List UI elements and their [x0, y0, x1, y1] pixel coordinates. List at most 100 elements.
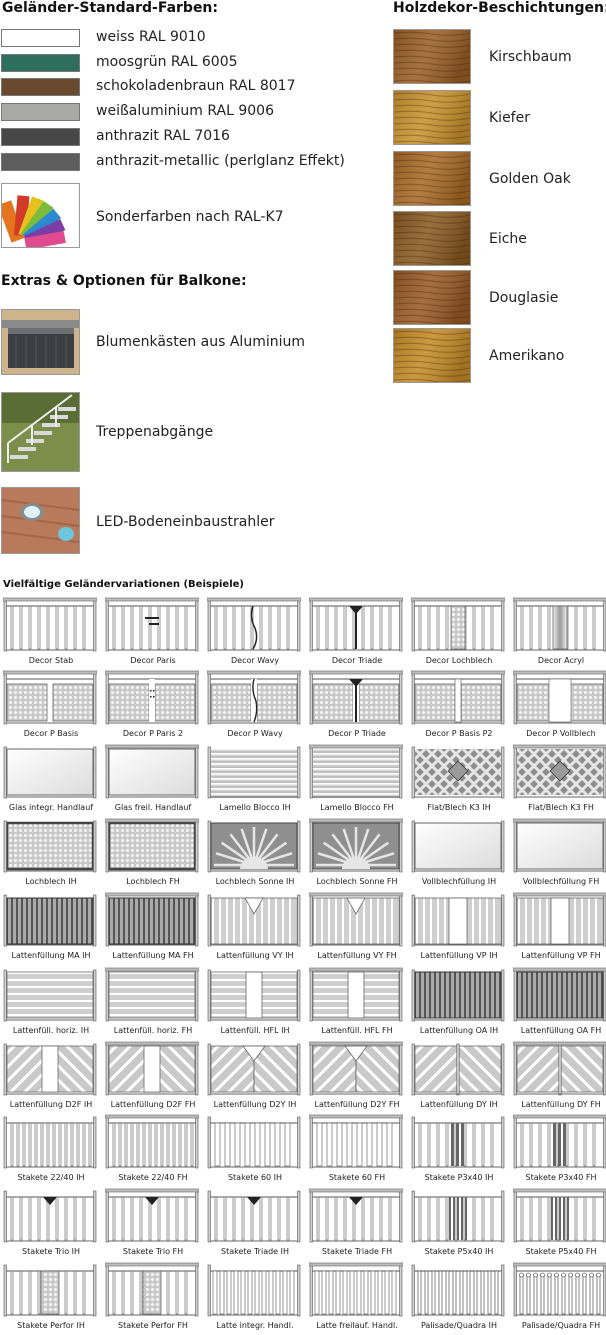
railing-drawing — [411, 746, 505, 799]
railing-variant-label: Decor Lochblech — [425, 656, 493, 665]
railing-drawing — [513, 1114, 606, 1169]
railing-drawing — [105, 1114, 199, 1169]
railing-variant: Latte integr. Handl. — [207, 1262, 303, 1330]
railing-variant-label: Stakete Triade FH — [321, 1247, 393, 1256]
railing-variant: Stakete Perfor FH — [105, 1262, 201, 1330]
railing-variant: Stakete Triade FH — [309, 1188, 405, 1256]
railing-drawing — [3, 670, 97, 725]
railing-variant-label: Stakete 60 FH — [328, 1173, 386, 1182]
railing-variant: Decor Triade — [309, 597, 405, 665]
railing-variant: Stakete P5x40 FH — [513, 1188, 606, 1256]
railing-drawing — [207, 969, 301, 1022]
railing-variant-label: Lattenfüll. HFL FH — [321, 1026, 393, 1035]
railing-variant-label: Lattenfüllung VP IH — [420, 951, 498, 960]
color-swatch — [1, 128, 80, 146]
color-swatch — [1, 153, 80, 171]
railing-variant-label: Palisade/Quadra FH — [521, 1321, 601, 1330]
railing-variant: Vollblechfüllung IH — [411, 818, 507, 886]
railing-drawing — [411, 820, 505, 873]
railing-drawing — [309, 967, 403, 1022]
colors-heading: Geländer-Standard-Farben: — [2, 0, 219, 16]
railing-variant-label: Decor Paris — [130, 656, 176, 665]
special-color-label: Sonderfarben nach RAL-K7 — [96, 209, 284, 225]
railing-variant-label: Lattenfüllung OA FH — [520, 1026, 602, 1035]
railing-drawing — [207, 746, 301, 799]
railing-drawing — [3, 894, 97, 947]
railing-drawing — [207, 894, 301, 947]
railing-variant-label: Lochblech Sonne FH — [316, 877, 398, 886]
color-swatch — [1, 103, 80, 121]
railing-variant-label: Decor Acryl — [537, 656, 585, 665]
railing-variant: Lochblech IH — [3, 818, 99, 886]
wood-swatch — [393, 211, 471, 266]
railing-variant: Stakete 22/40 FH — [105, 1114, 201, 1182]
railing-variant: Flat/Blech K3 FH — [513, 744, 606, 812]
railing-drawing — [309, 1114, 403, 1169]
railing-drawing — [309, 892, 403, 947]
railing-variant-label: Stakete P3x40 IH — [424, 1173, 494, 1182]
railing-variant: Decor P Basis P2 — [411, 670, 507, 738]
railing-variant: Decor Wavy — [207, 597, 303, 665]
color-label: schokoladenbraun RAL 8017 — [96, 78, 296, 94]
wood-swatch — [393, 90, 471, 145]
railing-variant: Lattenfüllung VP IH — [411, 892, 507, 960]
railing-variant-label: Lattenfüllung OA IH — [419, 1026, 499, 1035]
railing-variant: Lattenfüllung DY FH — [513, 1041, 606, 1109]
railing-drawing — [207, 1043, 301, 1096]
railing-variant: Lattenfüllung VP FH — [513, 892, 606, 960]
railing-variant: Lattenfüll. horiz. IH — [3, 967, 99, 1035]
railing-variant: Lattenfüllung VY IH — [207, 892, 303, 960]
color-swatch — [1, 29, 80, 47]
railing-variant-label: Stakete P5x40 IH — [424, 1247, 494, 1256]
railing-variant-label: Stakete Triade IH — [220, 1247, 290, 1256]
railing-drawing — [309, 1262, 403, 1317]
extra-label-flower-box: Blumenkästen aus Aluminium — [96, 334, 305, 350]
railing-variant-label: Lochblech IH — [25, 877, 77, 886]
railing-variant: Lattenfüll. HFL FH — [309, 967, 405, 1035]
railing-drawing — [309, 1188, 403, 1243]
railing-variant: Stakete P5x40 IH — [411, 1188, 507, 1256]
railing-variant-label: Lattenfüll. horiz. IH — [12, 1026, 90, 1035]
railing-variant-label: Decor Wavy — [231, 656, 279, 665]
railing-variant-label: Stakete Perfor IH — [17, 1321, 85, 1330]
railing-variant-label: Lattenfüll. horiz. FH — [113, 1026, 193, 1035]
railing-variant: Lattenfüll. horiz. FH — [105, 967, 201, 1035]
railing-variant-label: Stakete 22/40 IH — [17, 1173, 85, 1182]
railing-variant: Lochblech Sonne FH — [309, 818, 405, 886]
railing-drawing — [513, 1188, 606, 1243]
wood-label: Golden Oak — [489, 171, 571, 187]
color-label: anthrazit-metallic (perlglanz Effekt) — [96, 153, 345, 169]
railing-variant-label: Vollblechfüllung FH — [522, 877, 600, 886]
railing-variant-label: Flat/Blech K3 IH — [427, 803, 491, 812]
railing-variant-label: Decor P Basis — [23, 729, 79, 738]
railing-variant: Lattenfüll. HFL IH — [207, 967, 303, 1035]
railing-drawing — [105, 967, 199, 1022]
color-label: anthrazit RAL 7016 — [96, 128, 230, 144]
wood-swatch — [393, 328, 471, 383]
railing-variant-label: Lattenfüllung VY IH — [216, 951, 294, 960]
railing-drawing — [3, 820, 97, 873]
railing-variant: Glas integr. Handlauf — [3, 744, 99, 812]
railing-drawing — [309, 744, 403, 799]
railing-variant: Glas freil. Handlauf — [105, 744, 201, 812]
railing-variant-label: Stakete P5x40 FH — [525, 1247, 597, 1256]
railing-drawing — [411, 1043, 505, 1096]
railing-variant-label: Lattenfüllung D2Y IH — [213, 1100, 297, 1109]
color-swatch — [1, 78, 80, 96]
railing-variant: Lattenfüllung VY FH — [309, 892, 405, 960]
railing-drawing — [207, 670, 301, 725]
railing-drawing — [309, 670, 403, 725]
railing-variant-label: Lattenfüllung VY FH — [317, 951, 397, 960]
railing-variant-label: Decor P Triade — [328, 729, 386, 738]
railing-drawing — [411, 1190, 505, 1243]
railing-variant: Lattenfüllung OA IH — [411, 967, 507, 1035]
railing-drawing — [105, 1041, 199, 1096]
railing-variant-label: Decor Stab — [28, 656, 74, 665]
railing-drawing — [105, 1262, 199, 1317]
railing-drawing — [411, 969, 505, 1022]
railing-drawing — [513, 892, 606, 947]
railing-variant: Palisade/Quadra FH — [513, 1262, 606, 1330]
color-label: weiss RAL 9010 — [96, 29, 206, 45]
railing-drawing — [105, 597, 199, 652]
color-swatch — [1, 54, 80, 72]
